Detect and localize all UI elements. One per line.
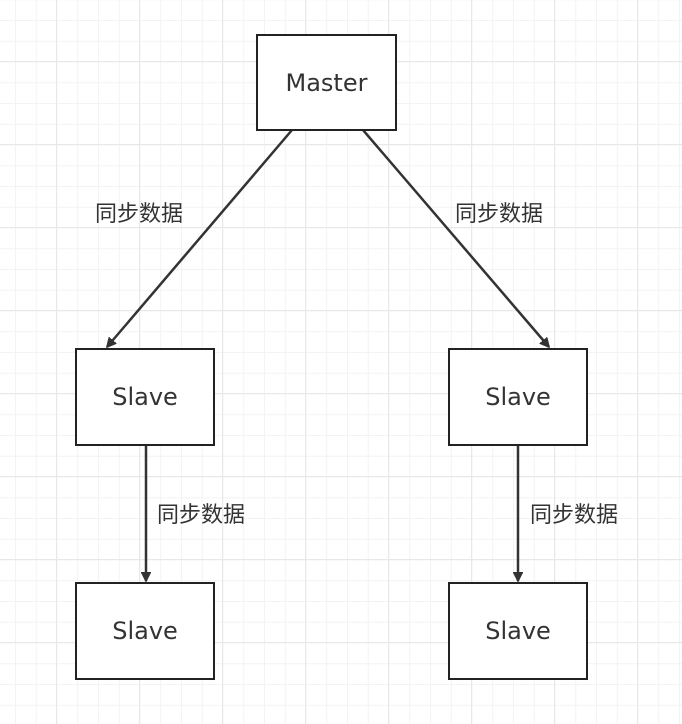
edge-label-right-child: 同步数据 — [530, 503, 619, 528]
node-slave-right-label: Slave — [485, 383, 551, 411]
edge-label-left-child: 同步数据 — [157, 503, 246, 528]
edge-label-master-right: 同步数据 — [455, 202, 544, 227]
node-slave-right-child[interactable]: Slave — [448, 582, 588, 680]
node-master-label: Master — [285, 68, 368, 97]
edge-master-right — [362, 129, 549, 347]
node-master[interactable]: Master — [256, 34, 397, 131]
node-slave-left-child-label: Slave — [112, 617, 178, 645]
edge-label-master-left: 同步数据 — [95, 202, 184, 227]
node-slave-left[interactable]: Slave — [75, 348, 215, 446]
edge-master-left — [107, 129, 293, 347]
node-slave-right-child-label: Slave — [485, 617, 551, 645]
node-slave-right[interactable]: Slave — [448, 348, 588, 446]
node-slave-left-label: Slave — [112, 383, 178, 411]
node-slave-left-child[interactable]: Slave — [75, 582, 215, 680]
